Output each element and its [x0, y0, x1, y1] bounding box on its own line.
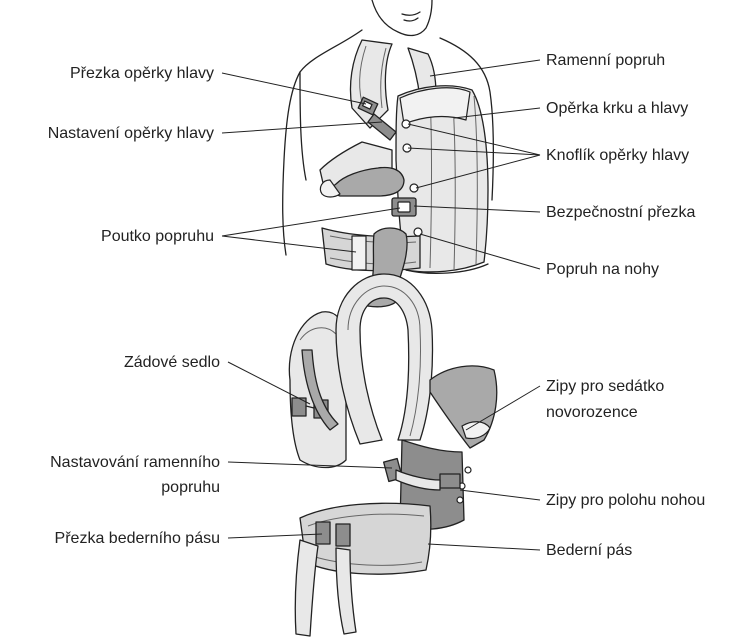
label-leg-position-zips: Zipy pro polohu nohou — [546, 492, 705, 509]
label-safety-buckle: Bezpečnostní přezka — [546, 204, 696, 221]
label-back-saddle: Zádové sedlo — [124, 354, 220, 371]
waist-belt-buckle — [316, 522, 330, 544]
newborn-seat — [430, 366, 497, 448]
hanging-strap-1 — [295, 540, 318, 636]
carrier-alone-illustration — [289, 274, 496, 636]
label-head-support-adjustment: Nastavení opěrky hlavy — [48, 125, 214, 142]
label-shoulder-strap-adjust: Nastavování ramenního — [50, 454, 220, 471]
label-shoulder-strap: Ramenní popruh — [546, 52, 665, 69]
label-neck-head-support: Opěrka krku a hlavy — [546, 100, 688, 117]
label-head-support-button: Knoflík opěrky hlavy — [546, 147, 689, 164]
label-waist-belt-buckle: Přezka bederního pásu — [55, 530, 220, 547]
head-support-adjustment — [368, 114, 396, 140]
worn-carrier-illustration — [283, 0, 494, 307]
strap-loop — [352, 236, 366, 270]
label-leg-strap: Popruh na nohy — [546, 261, 659, 278]
leg-strap-button — [414, 228, 422, 236]
label-shoulder-strap-adjust-2: popruhu — [161, 479, 220, 496]
label-head-support-buckle: Přezka opěrky hlavy — [70, 65, 214, 82]
label-newborn-seat-zips: Zipy pro sedátko — [546, 378, 664, 395]
label-strap-loop: Poutko popruhu — [101, 228, 214, 245]
label-newborn-seat-zips-2: novorozence — [546, 404, 638, 421]
label-waist-belt: Bederní pás — [546, 542, 632, 559]
